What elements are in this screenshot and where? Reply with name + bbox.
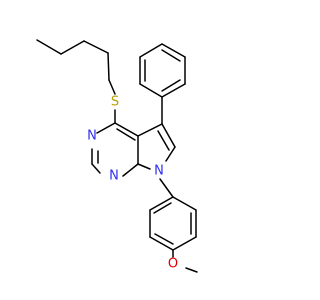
bond-s-ch2: [108, 79, 116, 95]
bond-c5-c6: [161, 123, 176, 148]
nitrogen-atom-label-top: N: [87, 129, 97, 144]
bond-c5-c6-inner: [157, 130, 170, 151]
bond-aryl-1: [149, 196, 174, 211]
bond-c4-n3: [96, 122, 116, 134]
bond-n7-aryl: [159, 178, 174, 198]
bond-phenyl-4: [161, 43, 186, 58]
bond-c4a-c5: [137, 123, 163, 137]
bond-n7-c7a: [137, 163, 151, 170]
bond-n1-c7a: [122, 163, 139, 177]
bond-butyl-2: [60, 40, 85, 55]
bond-butyl-1: [36, 39, 62, 55]
bond-phenyl-3: [139, 43, 163, 58]
bond-aryl-1-inner: [153, 202, 172, 214]
bonds: [36, 39, 198, 273]
atom-labels: S N N N O: [87, 95, 178, 272]
bond-phenyl-6: [161, 83, 186, 98]
bond-c4-c4a: [114, 122, 139, 137]
oxygen-atom-label: O: [168, 257, 178, 272]
bond-c2-n1: [91, 163, 101, 174]
bond-c6-n7: [165, 146, 176, 162]
sulfur-atom-label: S: [111, 95, 119, 110]
bond-aryl-3: [149, 236, 174, 251]
bond-aryl-6: [172, 196, 197, 211]
nitrogen-atom-label-bottom: N: [109, 169, 119, 184]
bond-phenyl-6-inner: [161, 79, 181, 92]
bond-phenyl-1: [139, 83, 163, 98]
nitrogen-atom-label-pyrrole: N: [154, 164, 164, 179]
bond-butyl-4: [107, 52, 110, 81]
bond-o-methyl: [185, 267, 198, 273]
bond-butyl-3: [83, 40, 109, 54]
bond-aryl-3-inner: [154, 233, 174, 245]
molecule-structure: S N N N O: [36, 39, 198, 273]
bond-aryl-4: [172, 236, 197, 251]
bond-c4-c4a-inner: [116, 128, 136, 141]
bond-phenyl-4-inner: [161, 49, 181, 62]
